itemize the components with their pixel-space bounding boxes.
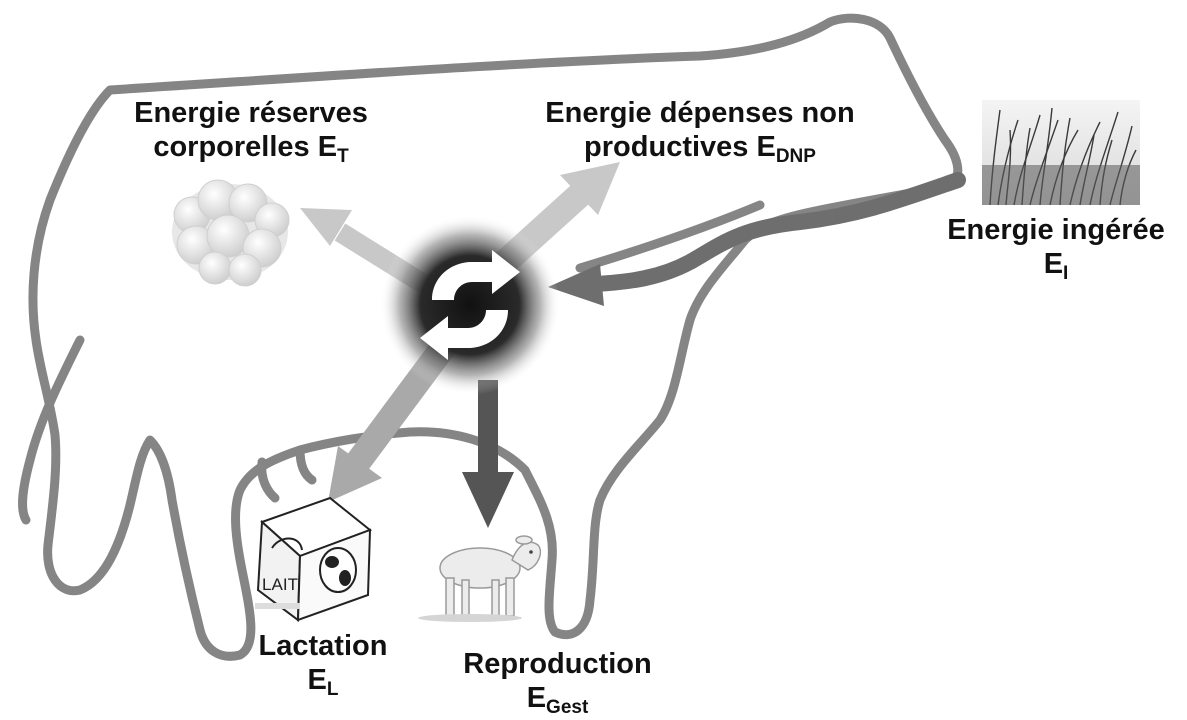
label-ingest-sub: I [1063, 263, 1068, 284]
label-lactation-sub: L [327, 679, 339, 700]
label-dnp-line2: productives E [584, 131, 776, 163]
milk-carton-icon [255, 498, 370, 620]
label-lactation-line1: Lactation [238, 629, 408, 663]
calf-icon [418, 536, 540, 622]
label-reproduction-sub: Gest [546, 697, 588, 718]
label-ingest-line2: E [1044, 248, 1063, 280]
arrow-from-ingest [548, 180, 958, 306]
label-ingest: Energie ingérée EI [925, 213, 1187, 281]
milk-carton-label: LAIT [262, 575, 298, 594]
fat-cells-icon [172, 180, 289, 286]
metabolism-center [380, 215, 560, 395]
label-dnp: Energie dépenses non productives EDNP [500, 96, 900, 164]
label-reserves-line2: corporelles E [153, 131, 337, 163]
label-reproduction-line2: E [527, 682, 546, 714]
label-lactation: Lactation EL [238, 629, 408, 697]
label-dnp-sub: DNP [776, 146, 816, 167]
grass-icon [982, 100, 1140, 205]
label-reproduction-line1: Reproduction [445, 647, 670, 681]
label-ingest-line1: Energie ingérée [925, 213, 1187, 247]
label-reserves: Energie réserves corporelles ET [95, 96, 407, 164]
label-dnp-line1: Energie dépenses non [500, 96, 900, 130]
label-reserves-line1: Energie réserves [95, 96, 407, 130]
label-reserves-sub: T [337, 146, 349, 167]
label-lactation-line2: E [308, 664, 327, 696]
label-reproduction: Reproduction EGest [445, 647, 670, 715]
